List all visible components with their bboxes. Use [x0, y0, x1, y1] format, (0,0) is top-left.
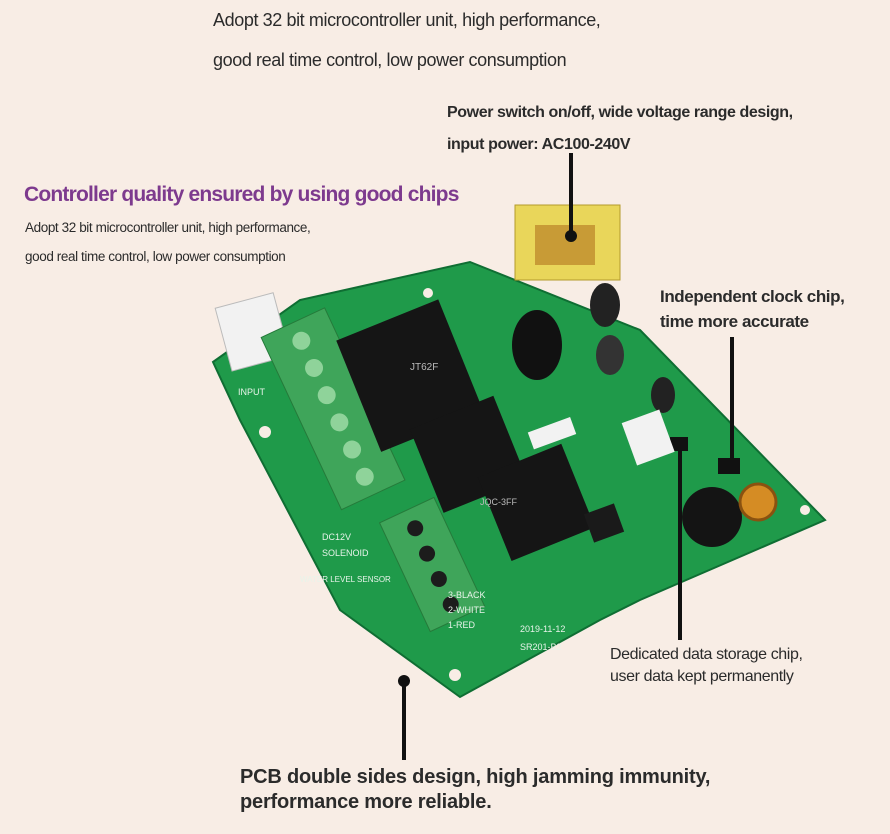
clock-callout-line-1: Independent clock chip, [660, 287, 845, 306]
header-line-2: good real time control, low power consum… [213, 50, 567, 70]
board-dc: DC12V [322, 532, 351, 542]
quality-title: Controller quality ensured by using good… [24, 183, 459, 206]
board-solenoid: SOLENOID [322, 548, 369, 558]
board-sensor: WATER LEVEL SENSOR [300, 575, 391, 584]
board-red: 1-RED [448, 620, 476, 630]
clock-callout-line-2: time more accurate [660, 312, 809, 331]
storage-callout-line-2: user data kept permanently [610, 668, 794, 685]
microcontroller-chip [583, 503, 625, 543]
board-white: 2-WHITE [448, 605, 485, 615]
clock-callout-line [730, 337, 734, 465]
power-callout-line-2: input power: AC100-240V [447, 136, 631, 153]
input-terminal-block [260, 307, 406, 511]
board-date: 2019-11-12 [520, 624, 565, 634]
header-line-1: Adopt 32 bit microcontroller unit, high … [213, 10, 601, 30]
relays [336, 299, 596, 561]
capacitor [512, 310, 562, 380]
power-callout-line-1: Power switch on/off, wide voltage range … [447, 104, 793, 121]
board-model: SR201-B2 [520, 642, 562, 652]
storage-chip [670, 437, 688, 451]
power-callout-line [569, 153, 573, 235]
quality-line-1: Adopt 32 bit microcontroller unit, high … [25, 220, 311, 235]
pcb-callout-line-1: PCB double sides design, high jamming im… [240, 766, 711, 788]
clock-battery [738, 482, 778, 522]
sensor-terminal-block [378, 496, 486, 633]
power-callout-dot [565, 230, 577, 242]
relay-label-2: JQC-3FF [480, 497, 518, 507]
buzzer [682, 487, 742, 547]
clock-chip [718, 458, 740, 474]
relay-label-1: JT62F [410, 362, 438, 373]
quality-line-2: good real time control, low power consum… [25, 249, 286, 264]
pcb-callout-line [402, 680, 406, 760]
pcb-callout-line-2: performance more reliable. [240, 791, 492, 813]
board-black: 3-BLACK [448, 590, 486, 600]
storage-callout-line [678, 445, 682, 640]
board-input: INPUT [238, 387, 266, 397]
storage-callout-line-1: Dedicated data storage chip, [610, 646, 803, 663]
